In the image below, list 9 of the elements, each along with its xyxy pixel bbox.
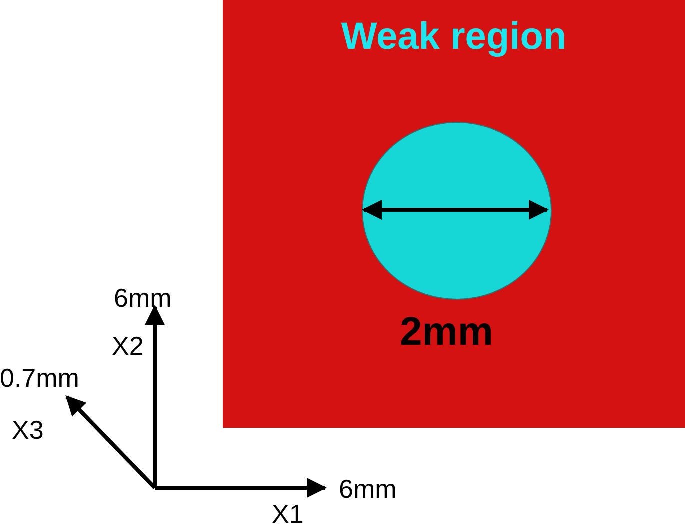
region-label: Weak region	[340, 18, 568, 56]
axis-label: X2	[112, 333, 144, 359]
dimension-label: 0.7mm	[0, 365, 80, 391]
plate	[223, 0, 685, 428]
axis-label: X1	[272, 501, 304, 527]
dimension-label: 6mm	[339, 476, 397, 502]
dimension-label: 6mm	[114, 285, 172, 311]
axis-label: X3	[12, 417, 44, 443]
dimension-label: 2mm	[400, 312, 494, 352]
